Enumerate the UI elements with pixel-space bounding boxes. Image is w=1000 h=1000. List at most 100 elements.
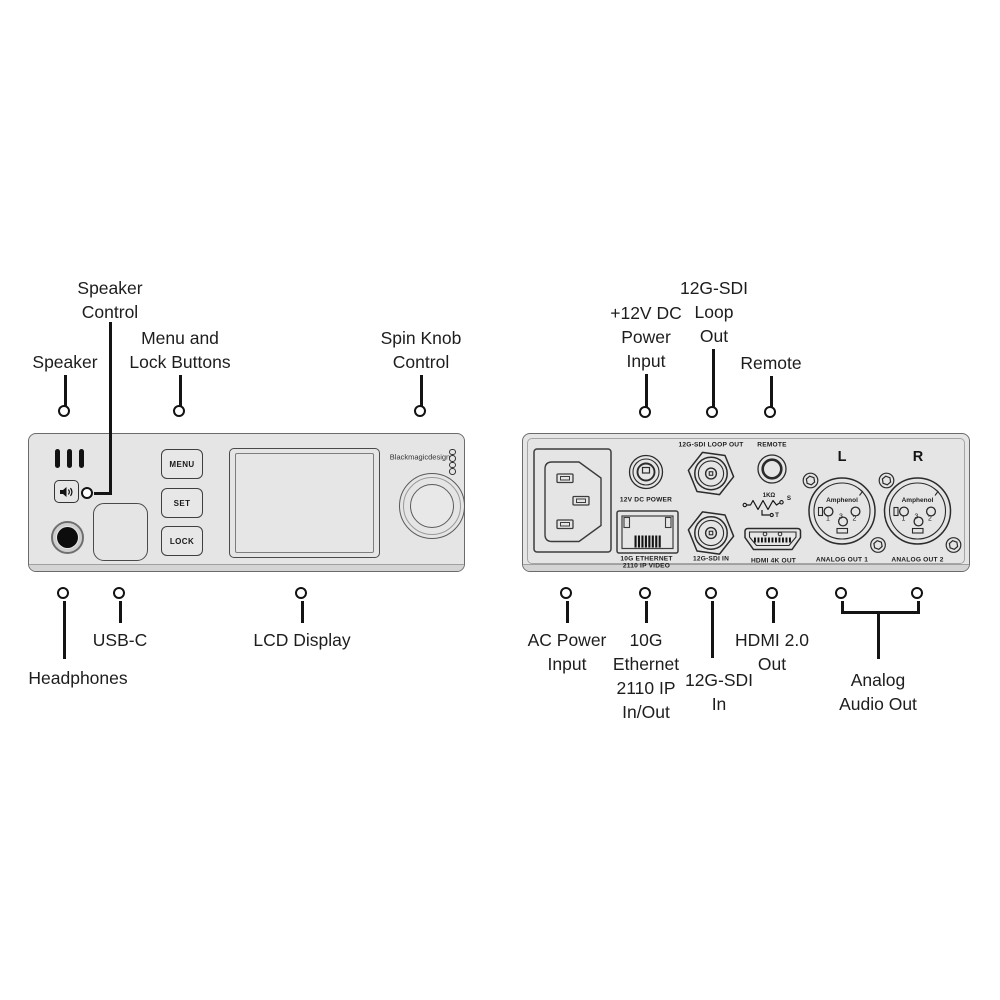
- callout-line: [916, 601, 920, 613]
- callout-marker: [113, 587, 126, 600]
- label-line: 12G-SDI: [684, 670, 754, 690]
- callout-line: [840, 601, 844, 613]
- menu-button: MENU: [161, 449, 203, 479]
- xlr-analog-out-1: [808, 477, 876, 545]
- callout-marker: [639, 587, 652, 600]
- port-label-dc-power: 12V DC POWER: [619, 496, 673, 504]
- callout-marker: [81, 486, 94, 499]
- callout-bracket: [840, 611, 920, 614]
- callout-label-lcd: LCD Display: [253, 628, 350, 652]
- callout-line: [62, 601, 66, 659]
- label-line: Spin Knob: [380, 328, 462, 348]
- callout-line: [94, 492, 111, 495]
- callout-line: [63, 375, 67, 406]
- resistor-schematic: [742, 499, 784, 518]
- callout-line: [710, 601, 714, 658]
- brand-logo-text: Blackmagicdesign: [389, 452, 451, 462]
- lock-button: LOCK: [161, 526, 203, 556]
- label-line: +12V DC: [610, 303, 682, 323]
- label-line: Control: [81, 302, 139, 322]
- lcd-display: [229, 448, 380, 558]
- terminal-s-label: S: [786, 494, 792, 502]
- port-label-analog-out-2: ANALOG OUT 2: [891, 556, 944, 564]
- callout-label-speaker-control: Speaker Control: [77, 276, 142, 324]
- brand-logo-dot: [449, 455, 456, 462]
- bnc-sdi-in: [687, 511, 735, 555]
- xlr-pin-number: 2: [852, 515, 857, 523]
- label-line: AC Power: [527, 630, 607, 650]
- hdmi-pins: [754, 537, 791, 543]
- callout-label-12v-power: +12V DC Power Input: [610, 301, 682, 373]
- xlr-analog-out-2: [883, 477, 952, 545]
- label-line: Analog: [850, 670, 906, 690]
- brand-logo-dot: [449, 461, 456, 468]
- speaker-control-button: [53, 480, 79, 503]
- callout-label-analog-audio: Analog Audio Out: [839, 668, 917, 716]
- xlr-brand-label: Amphenol: [901, 496, 934, 504]
- xlr-brand-label: Amphenol: [826, 496, 858, 504]
- front-panel: MENU SET LOCK Blackmagicdesign: [28, 433, 465, 572]
- port-label-analog-out-1: ANALOG OUT 1: [815, 556, 869, 564]
- callout-label-sdi-loop: 12G-SDI Loop Out: [680, 276, 748, 348]
- usb-c-port-area: [93, 503, 148, 561]
- callout-marker: [295, 587, 308, 600]
- label-line: LCD Display: [253, 630, 351, 650]
- label-line: Control: [392, 352, 450, 372]
- callout-line: [108, 322, 112, 495]
- callout-label-remote: Remote: [740, 351, 801, 375]
- callout-line: [644, 601, 648, 623]
- label-line: In/Out: [622, 702, 670, 722]
- headphone-jack-hole: [56, 526, 78, 548]
- callout-label-menu-lock: Menu and Lock Buttons: [129, 326, 230, 374]
- callout-marker: [173, 405, 186, 418]
- label-line: 2110 IP: [616, 678, 676, 698]
- callout-marker: [705, 587, 718, 600]
- label-line: USB-C: [92, 630, 148, 650]
- xlr-pin-number: 3: [914, 513, 919, 520]
- label-line: Input: [547, 654, 587, 674]
- callout-marker: [414, 405, 427, 418]
- callout-label-usb-c: USB-C: [93, 628, 147, 652]
- channel-label-left: L: [837, 449, 847, 465]
- ethernet-pins: [634, 535, 661, 548]
- label-line: Ethernet: [612, 654, 680, 674]
- ac-power-inlet: [533, 448, 612, 553]
- lcd-screen: [235, 453, 374, 553]
- label-line: Input: [626, 351, 666, 371]
- label-line: In: [711, 694, 727, 714]
- callout-line: [118, 601, 122, 623]
- xlr-pin-number: 3: [839, 513, 843, 520]
- port-label-sdi-loop-out: 12G-SDI LOOP OUT: [678, 441, 744, 449]
- callout-line: [771, 601, 775, 623]
- callout-line: [876, 611, 880, 659]
- callout-label-hdmi: HDMI 2.0 Out: [735, 628, 809, 676]
- label-line: Out: [757, 654, 787, 674]
- callout-marker: [560, 587, 573, 600]
- rear-panel: 12G-SDI LOOP OUT REMOTE 12V DC POWER 10G…: [522, 433, 970, 572]
- label-line: Out: [699, 326, 729, 346]
- screw-icon: [945, 537, 962, 553]
- xlr-pin-number: 1: [901, 515, 906, 523]
- callout-marker: [58, 405, 71, 418]
- port-label-ethernet-1: 10G ETHERNET: [620, 555, 673, 563]
- bnc-sdi-loop-out: [687, 451, 735, 496]
- callout-marker: [639, 406, 652, 419]
- menu-button-label: MENU: [169, 459, 195, 469]
- brand-logo-dot: [449, 468, 456, 475]
- label-line: Lock Buttons: [129, 352, 231, 372]
- screw-icon: [870, 537, 886, 553]
- terminal-t-label: T: [775, 511, 779, 519]
- callout-marker: [57, 587, 70, 600]
- callout-line: [565, 601, 569, 623]
- label-line: Headphones: [28, 668, 128, 688]
- screw-icon: [878, 472, 895, 489]
- lock-button-label: LOCK: [169, 536, 195, 546]
- label-line: Power: [621, 327, 671, 347]
- label-line: 12G-SDI: [679, 278, 749, 298]
- spin-knob-face: [410, 483, 454, 528]
- port-label-remote: REMOTE: [757, 441, 787, 449]
- callout-label-ac-power: AC Power Input: [528, 628, 607, 676]
- callout-label-spin-knob: Spin Knob Control: [381, 326, 462, 374]
- port-label-ethernet-2: 2110 IP VIDEO: [622, 562, 671, 570]
